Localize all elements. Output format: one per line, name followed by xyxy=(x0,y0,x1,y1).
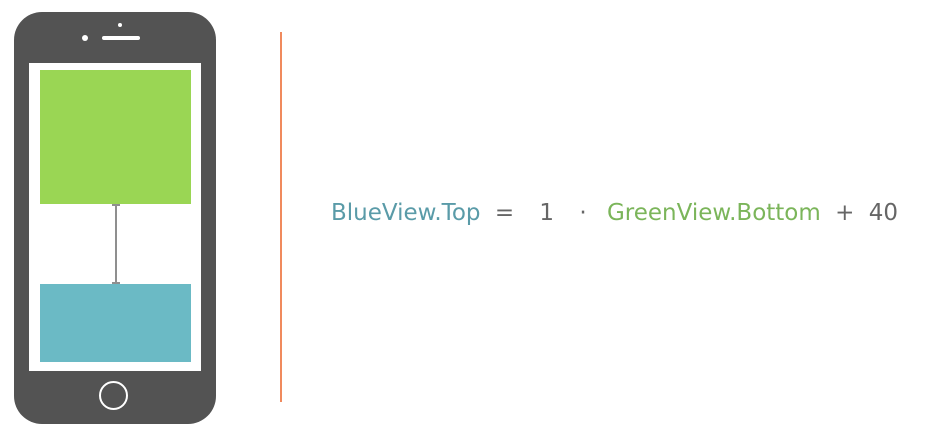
equation-constant: 40 xyxy=(868,200,898,226)
smartphone-icon xyxy=(14,12,216,424)
home-button-icon xyxy=(99,381,128,410)
equation-left-term: BlueView.Top xyxy=(331,200,481,226)
equation-equals: = xyxy=(494,200,515,226)
constraint-equation: BlueView.Top = 1 · GreenView.Bottom + 40 xyxy=(331,191,898,235)
phone-screen xyxy=(29,63,201,371)
equation-plus: + xyxy=(835,200,855,226)
blue-view xyxy=(40,284,191,362)
phone-sensor xyxy=(118,23,122,27)
divider-line xyxy=(280,32,282,402)
constraint-cap-top xyxy=(112,204,120,206)
constraint-cap-bottom xyxy=(112,282,120,284)
equation-dot: · xyxy=(579,200,587,226)
vertical-spacing-constraint xyxy=(112,204,120,284)
equation-right-term: GreenView.Bottom xyxy=(606,200,821,226)
green-view xyxy=(40,70,191,204)
equation-multiplier: 1 xyxy=(539,200,555,226)
phone-camera xyxy=(82,35,88,41)
phone-speaker xyxy=(102,36,140,40)
